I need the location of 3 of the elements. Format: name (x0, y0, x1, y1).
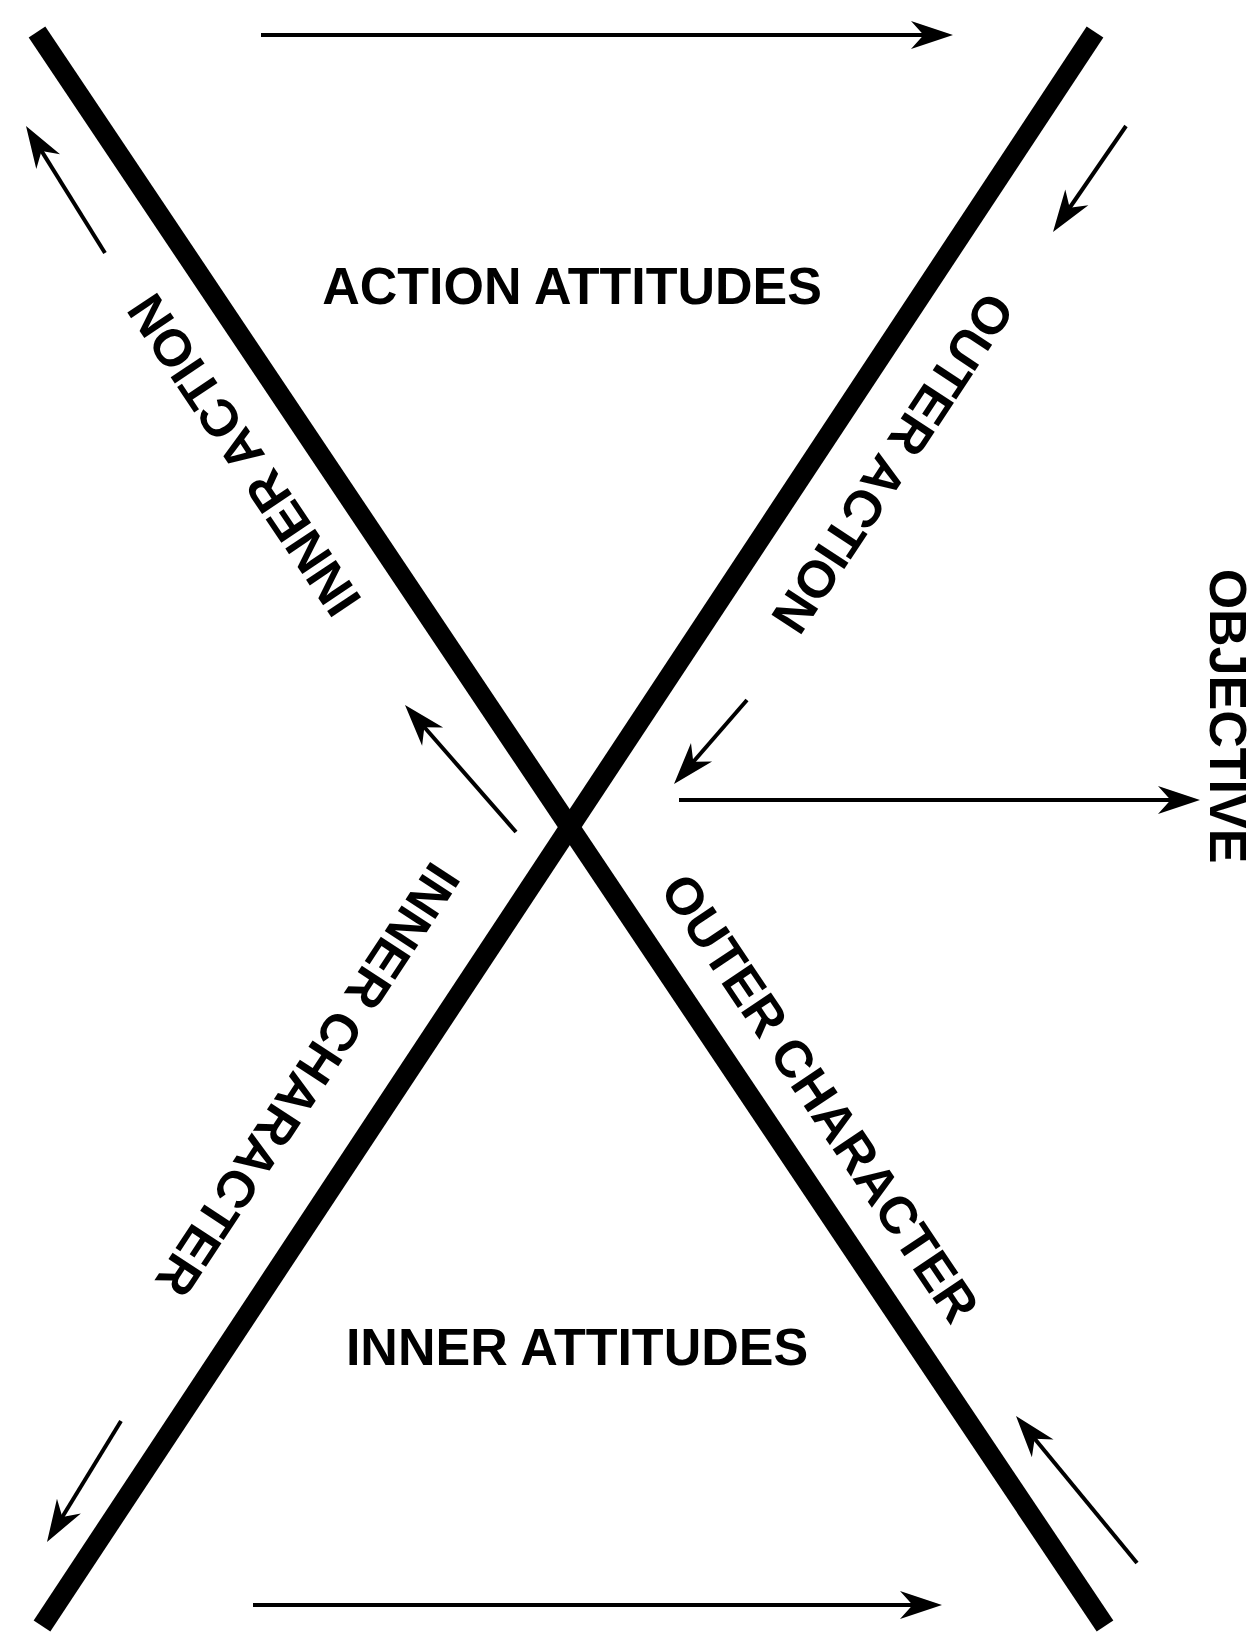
text-label: OBJECTIVE (1202, 568, 1254, 864)
text-label: ACTION ATTITUDES (322, 260, 822, 312)
text-label: INNER ATTITUDES (345, 1321, 809, 1373)
